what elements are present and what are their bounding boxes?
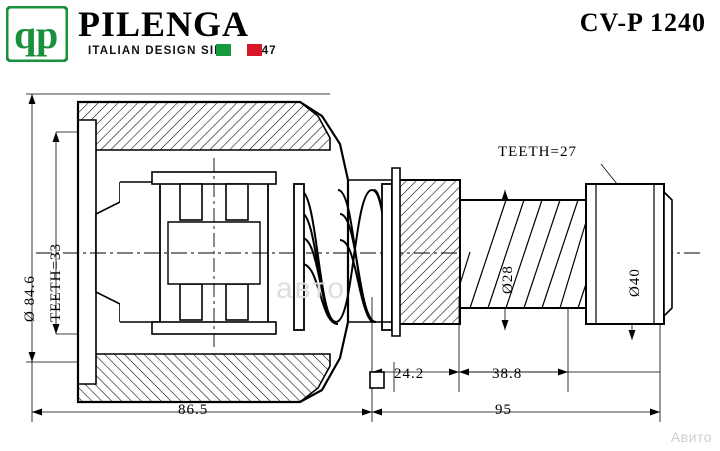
svg-text:p: p: [36, 12, 58, 57]
dimension-outer-diameter: Ø 84.6: [22, 275, 38, 322]
header: q p PILENGA ITALIAN DESIGN SINCE 1947 CV…: [0, 0, 720, 72]
cv-joint-technical-drawing: Ø 84.6 TEETH=33 TEETH=27 Ø28 Ø40 24.2 38…: [0, 72, 720, 451]
pilenga-qp-logo-icon: q p: [5, 5, 69, 63]
part-code: CV-P 1240: [579, 8, 706, 37]
drawing-svg: [26, 93, 700, 422]
dimension-total-left: 86.5: [178, 402, 209, 418]
italian-flag-icon: [216, 44, 262, 56]
dimension-shaft-teeth: TEETH=27: [498, 144, 577, 160]
brand-name: PILENGA: [78, 4, 250, 44]
dimension-total-right: 95: [495, 402, 512, 418]
dimension-shaft-large-diameter: Ø40: [627, 268, 643, 297]
dimension-length-a: 24.2: [394, 366, 425, 382]
dimension-shaft-small-diameter: Ø28: [500, 265, 516, 294]
dimension-inner-teeth: TEETH=33: [48, 243, 64, 322]
dimension-length-b: 38.8: [492, 366, 523, 382]
svg-text:q: q: [14, 12, 36, 57]
